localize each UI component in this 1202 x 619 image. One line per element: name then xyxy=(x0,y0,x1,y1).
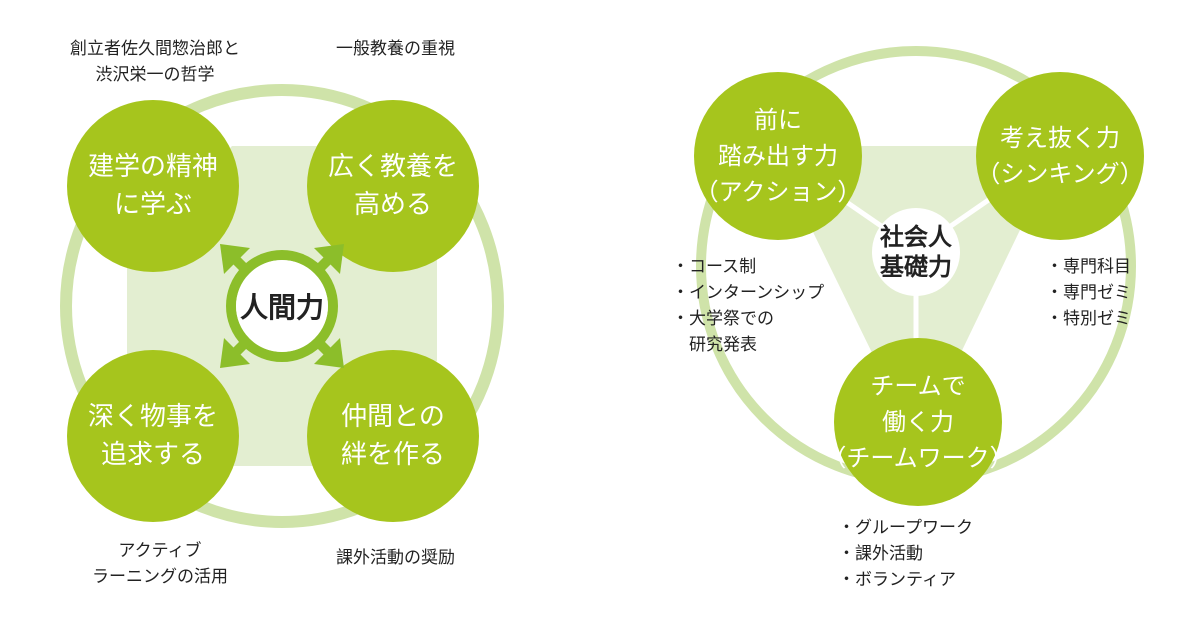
left-center-label: 人間力 xyxy=(239,291,324,324)
left-circle-pursue xyxy=(67,350,239,522)
left-circle-bond-label: 仲間との 絆を作る xyxy=(340,402,445,470)
left-outer-ring xyxy=(60,84,504,528)
left-circle-culture xyxy=(307,100,479,272)
left-center-arrows xyxy=(220,244,344,368)
left-note-top-left: 創立者佐久間惣治郎と 渋沢栄一の哲学 xyxy=(70,39,240,85)
right-note-bottom: ・グループワーク ・課外活動 ・ボランティア xyxy=(838,518,973,590)
right-circle-action-label: 前に 踏み出す力 （アクション） xyxy=(694,106,862,206)
left-circle-culture-label: 広く教養を 高める xyxy=(327,152,458,220)
left-note-bottom-left: アクティブ ラーニングの活用 xyxy=(92,541,228,587)
right-note-left: ・コース制 ・インターンシップ ・大学祭での 研究発表 xyxy=(672,257,825,355)
left-circle-spirit-label: 建学の精神 に学ぶ xyxy=(87,152,218,220)
right-circle-thinking xyxy=(976,72,1144,240)
right-circle-teamwork-label: チームで 働く力 （チームワーク） xyxy=(822,372,1014,472)
right-note-right: ・専門科目 ・専門ゼミ ・特別ゼミ xyxy=(1046,257,1131,329)
left-note-top-right: 一般教養の重視 xyxy=(336,39,455,59)
right-center-circle xyxy=(872,208,960,296)
right-center-label: 社会人 基礎力 xyxy=(880,223,952,281)
right-circle-thinking-label: 考え抜く力 （シンキング） xyxy=(976,124,1144,188)
left-circle-bond xyxy=(307,350,479,522)
left-circle-spirit xyxy=(67,100,239,272)
right-circle-action xyxy=(694,72,862,240)
left-note-bottom-right: 課外活動の奨励 xyxy=(336,548,455,568)
right-circle-teamwork xyxy=(834,338,1002,506)
left-circle-pursue-label: 深く物事を 追求する xyxy=(87,402,218,470)
